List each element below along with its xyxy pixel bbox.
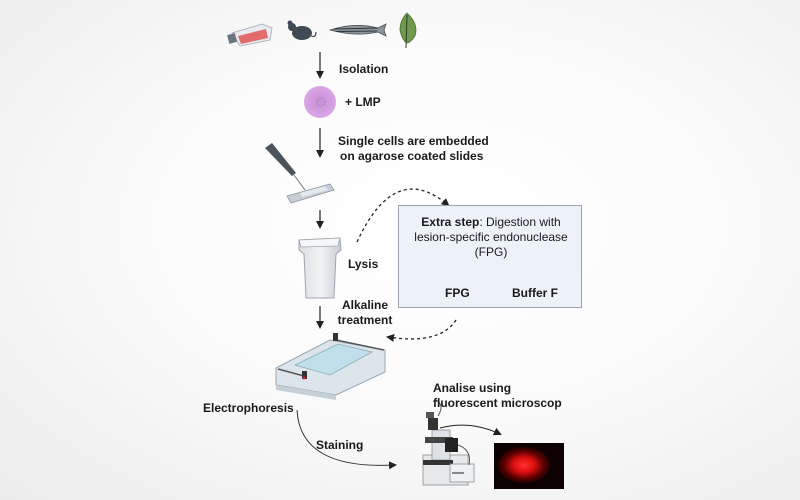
staining-arrow: [296, 409, 397, 470]
electrophoresis-label: Electrophoresis: [203, 401, 294, 415]
analise-label-line2: fluorescent microscop: [433, 396, 562, 410]
buffer-f-slide-label: Buffer F: [512, 286, 558, 300]
extra-step-title: Extra step: Digestion with lesion-specif…: [399, 215, 583, 260]
embedding-label-line1: Single cells are embedded: [338, 134, 489, 148]
lysis-label: Lysis: [348, 257, 379, 271]
zebrafish-icon: [328, 23, 387, 37]
analise-label-line1: Analise using: [433, 381, 512, 395]
pipette-icon: [265, 143, 306, 191]
mouse-icon: [287, 20, 317, 40]
extra-step-text-line1: : Digestion with: [479, 215, 561, 229]
extra-step-box: Extra step: Digestion with lesion-specif…: [398, 205, 582, 308]
microscope-to-image-arrow: [439, 424, 502, 436]
cell-culture-flask-icon: [227, 23, 273, 47]
embedding-label-line2: on agarose coated slides: [340, 149, 484, 163]
fpg-slide-label: FPG: [445, 286, 470, 300]
isolated-cell-icon: [304, 86, 336, 118]
electrophoresis-tank-icon: [275, 333, 386, 400]
leaf-icon: [399, 12, 417, 49]
dashed-arrow-back-to-alkaline: [386, 319, 457, 342]
extra-step-text-line3: (FPG): [474, 245, 508, 259]
extra-step-bold-label: Extra step: [421, 215, 480, 229]
alkaline-label-line2: treatment: [337, 313, 393, 327]
fluorescence-microscope-icon: [422, 399, 475, 486]
dashed-arrow-to-extra-step: [356, 188, 450, 243]
lysis-container-icon: [298, 237, 342, 299]
staining-label: Staining: [316, 438, 364, 452]
lmp-label: + LMP: [345, 95, 381, 109]
alkaline-label-line1: Alkaline: [341, 298, 389, 312]
comet-fluorescence-image: [494, 443, 564, 489]
isolation-label: Isolation: [339, 62, 389, 76]
extra-step-text-line2: lesion-specific endonuclease: [414, 230, 568, 244]
agarose-slide-icon: [286, 183, 335, 204]
